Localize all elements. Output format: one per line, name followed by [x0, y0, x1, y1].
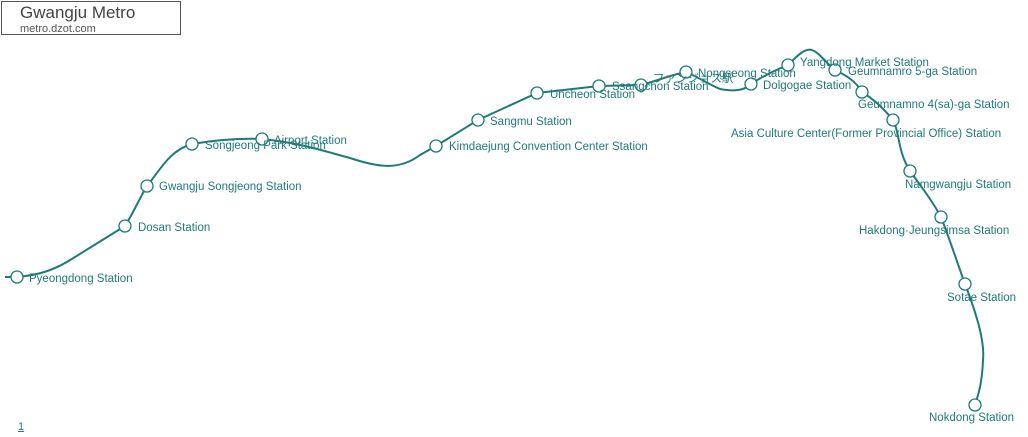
station-marker-songjeong-park[interactable] — [185, 137, 199, 151]
station-label-nokdong[interactable]: Nokdong Station — [929, 412, 1014, 424]
station-label-kimdaejung-convention-center[interactable]: Kimdaejung Convention Center Station — [449, 141, 648, 153]
station-marker-sangmu[interactable] — [471, 113, 485, 127]
station-marker-namgwangju[interactable] — [903, 164, 917, 178]
station-label-asia-culture-center[interactable]: Asia Culture Center(Former Provincial Of… — [731, 128, 1001, 140]
station-labels: Pyeongdong Station Dosan Station Gwangju… — [29, 57, 1016, 424]
station-marker-nokdong[interactable] — [968, 398, 982, 412]
map-source: metro.dzot.com — [20, 23, 96, 35]
station-label-pyeongdong[interactable]: Pyeongdong Station — [29, 273, 133, 285]
station-marker-asia-culture-center[interactable] — [886, 113, 900, 127]
station-label-namgwangju[interactable]: Namgwangju Station — [905, 179, 1011, 191]
station-marker-kimdaejung-convention-center[interactable] — [429, 139, 443, 153]
station-label-dosan[interactable]: Dosan Station — [138, 222, 210, 234]
station-marker-dolgogae[interactable] — [744, 77, 758, 91]
station-marker-airport[interactable] — [255, 132, 269, 146]
station-label-sangmu[interactable]: Sangmu Station — [490, 116, 572, 128]
map-title-box: Gwangju Metro metro.dzot.com — [1, 1, 181, 35]
station-marker-uncheon[interactable] — [530, 86, 544, 100]
station-label-uncheon[interactable]: Uncheon Station — [550, 89, 635, 101]
station-label-gwangju-songjeong[interactable]: Gwangju Songjeong Station — [159, 181, 302, 193]
station-marker-pyeongdong[interactable] — [10, 270, 24, 284]
station-label-songjeong-park[interactable]: Songjeong Park Station — [205, 140, 326, 152]
station-marker-nongseong[interactable] — [679, 65, 693, 79]
station-marker-yangdong-market[interactable] — [781, 58, 795, 72]
station-marker-gwangju-songjeong[interactable] — [140, 179, 154, 193]
page-link-1[interactable]: 1 — [18, 421, 25, 433]
station-label-nongseong[interactable]: Nongseong Station — [698, 68, 796, 80]
station-marker-geumnamno-4ga[interactable] — [855, 85, 869, 99]
station-label-airport[interactable]: Airport Station — [274, 135, 347, 147]
station-label-hakdong-jeungsimsa[interactable]: Hakdong·Jeungsimsa Station — [859, 225, 1009, 237]
map-title: Gwangju Metro — [20, 3, 136, 22]
station-label-hwajeong[interactable]: ファンジョス駅 — [653, 72, 734, 85]
station-marker-ssangchon[interactable] — [592, 79, 606, 93]
station-label-sotae[interactable]: Sotae Station — [947, 292, 1016, 304]
station-marker-dosan[interactable] — [118, 219, 132, 233]
station-label-geumnamro-5ga[interactable]: Geumnamro 5-ga Station — [848, 66, 977, 78]
station-marker-sotae[interactable] — [958, 277, 972, 291]
station-marker-geumnamro-5ga[interactable] — [828, 63, 842, 77]
station-label-ssangchon[interactable]: Ssangchon Station — [612, 81, 709, 93]
station-markers — [10, 58, 982, 412]
station-label-geumnamno-4ga[interactable]: Geumnamno 4(sa)-ga Station — [858, 99, 1010, 111]
station-marker-hakdong-jeungsimsa[interactable] — [934, 210, 948, 224]
station-label-yangdong-market[interactable]: Yangdong Market Station — [800, 57, 929, 69]
station-label-dolgogae[interactable]: Dolgogae Station — [763, 80, 851, 92]
station-marker-hwajeong[interactable] — [634, 78, 648, 92]
